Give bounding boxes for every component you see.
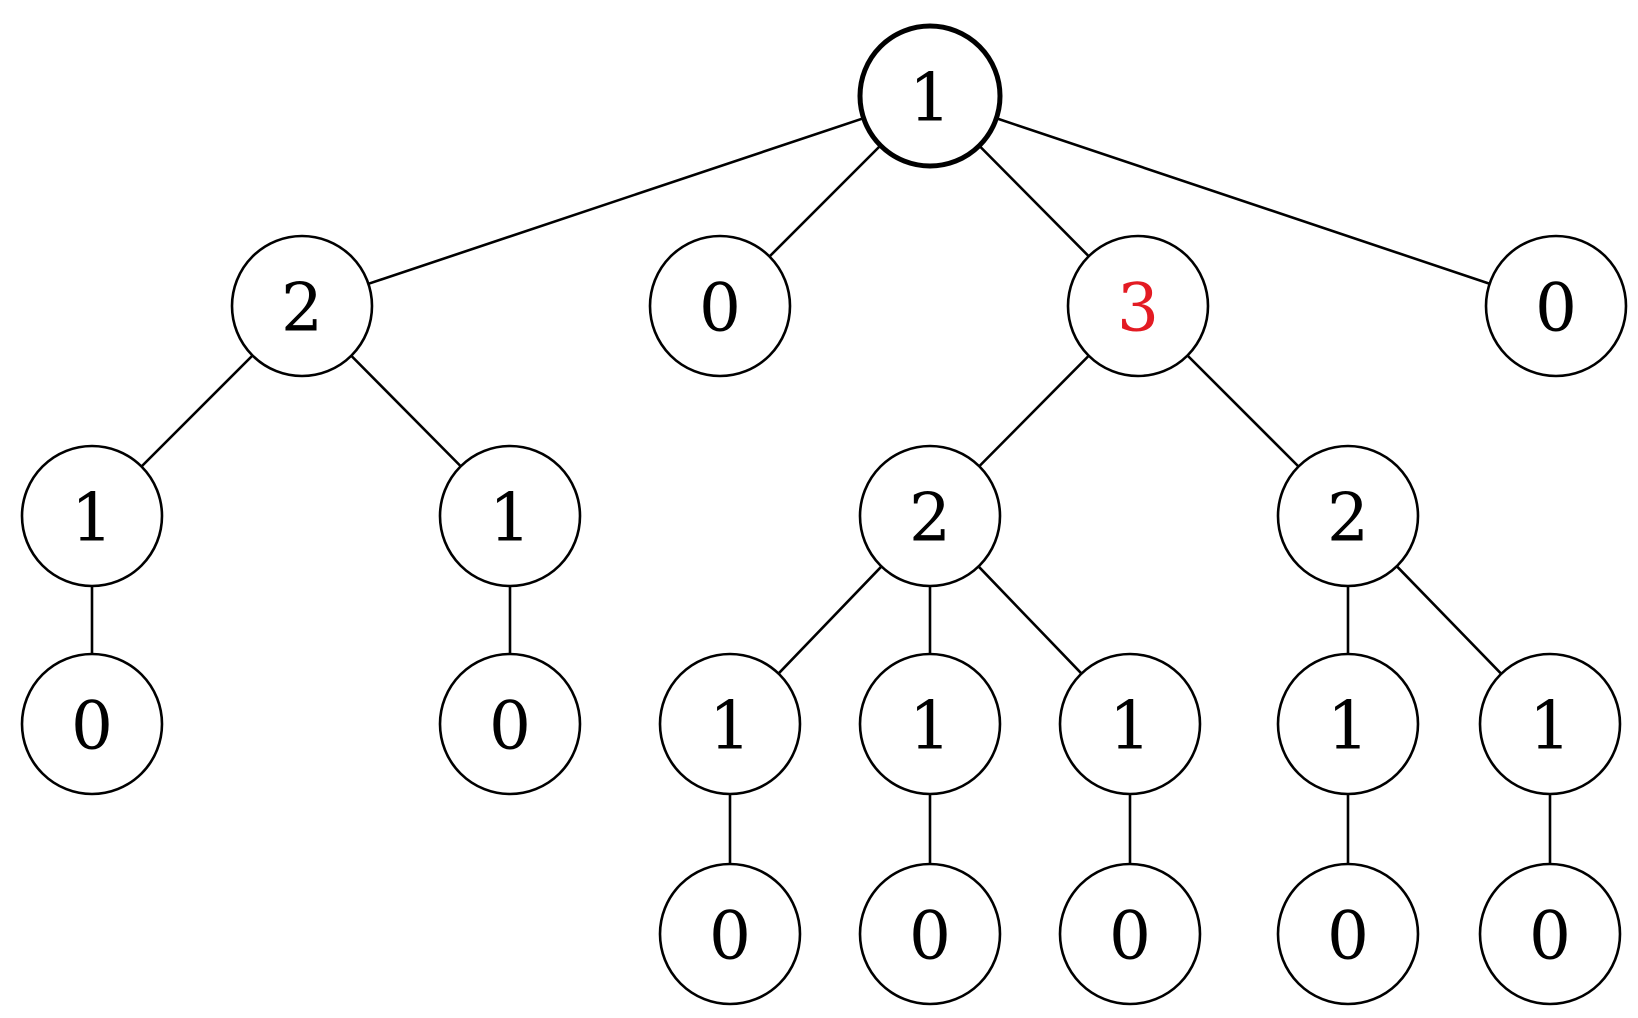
node-circle — [658, 652, 802, 796]
tree-node: 0 — [1484, 234, 1628, 378]
node-circle — [1478, 652, 1622, 796]
tree-edge — [977, 565, 1083, 675]
tree-edge — [995, 116, 1491, 286]
node-circle — [858, 444, 1002, 588]
root-node-circle — [857, 23, 1003, 169]
node-circle — [658, 862, 802, 1006]
node-label: 2 — [1327, 480, 1369, 557]
node-label: 0 — [1109, 898, 1151, 975]
tree-node: 2 — [858, 444, 1002, 588]
node-label: 0 — [71, 688, 113, 765]
node-circle — [1066, 234, 1210, 378]
node-label: 0 — [489, 688, 531, 765]
node-circle — [858, 652, 1002, 796]
tree-nodes: 1 2 0 3 0 1 1 0 0 2 2 1 1 1 1 1 0 0 0 0 0 — [20, 23, 1628, 1006]
node-label: 1 — [709, 688, 751, 765]
node-circle — [20, 652, 164, 796]
tree-edges — [90, 116, 1552, 866]
node-circle — [858, 862, 1002, 1006]
node-circle — [1478, 862, 1622, 1006]
tree-node: 0 — [858, 862, 1002, 1006]
node-label-highlighted: 3 — [1117, 270, 1159, 347]
tree-node: 2 — [230, 234, 374, 378]
node-label: 2 — [909, 480, 951, 557]
tree-edge — [977, 354, 1091, 468]
node-circle — [1276, 862, 1420, 1006]
tree-node: 1 — [20, 444, 164, 588]
node-label: 1 — [909, 688, 951, 765]
tree-edge — [1395, 564, 1503, 676]
tree-node: 0 — [1276, 862, 1420, 1006]
tree-edge — [140, 354, 254, 468]
tree-node: 0 — [438, 652, 582, 796]
tree-node: 0 — [1058, 862, 1202, 1006]
node-label: 1 — [1327, 688, 1369, 765]
node-label: 0 — [709, 898, 751, 975]
tree-node: 0 — [658, 862, 802, 1006]
node-label: 0 — [1535, 270, 1577, 347]
tree-edge — [1186, 354, 1300, 468]
tree-node: 1 — [658, 652, 802, 796]
node-circle — [230, 234, 374, 378]
node-label: 1 — [1529, 688, 1571, 765]
tree-node: 1 — [1478, 652, 1622, 796]
tree-node: 1 — [1058, 652, 1202, 796]
node-label: 0 — [909, 898, 951, 975]
node-label: 0 — [1327, 898, 1369, 975]
node-label: 1 — [489, 480, 531, 557]
tree-edge — [349, 354, 463, 468]
tree-node: 1 — [858, 652, 1002, 796]
node-label: 2 — [281, 270, 323, 347]
node-label: 0 — [699, 270, 741, 347]
node-label: 1 — [909, 60, 951, 137]
tree-node: 1 — [857, 23, 1003, 169]
node-label: 1 — [71, 480, 113, 557]
tree-node: 0 — [648, 234, 792, 378]
tree-edge — [367, 116, 865, 286]
node-circle — [648, 234, 792, 378]
node-label: 0 — [1529, 898, 1571, 975]
node-circle — [1058, 652, 1202, 796]
tree-edge — [977, 144, 1091, 258]
node-circle — [1058, 862, 1202, 1006]
tree-node: 1 — [438, 444, 582, 588]
tree-node: 2 — [1276, 444, 1420, 588]
node-circle — [1484, 234, 1628, 378]
tree-node: 0 — [20, 652, 164, 796]
tree-edge — [777, 565, 883, 675]
tree-node: 3 — [1066, 234, 1210, 378]
node-circle — [20, 444, 164, 588]
node-circle — [1276, 652, 1420, 796]
tree-edge — [768, 144, 882, 258]
node-circle — [438, 444, 582, 588]
tree-node: 0 — [1478, 862, 1622, 1006]
node-circle — [438, 652, 582, 796]
tree-node: 1 — [1276, 652, 1420, 796]
node-circle — [1276, 444, 1420, 588]
node-label: 1 — [1109, 688, 1151, 765]
